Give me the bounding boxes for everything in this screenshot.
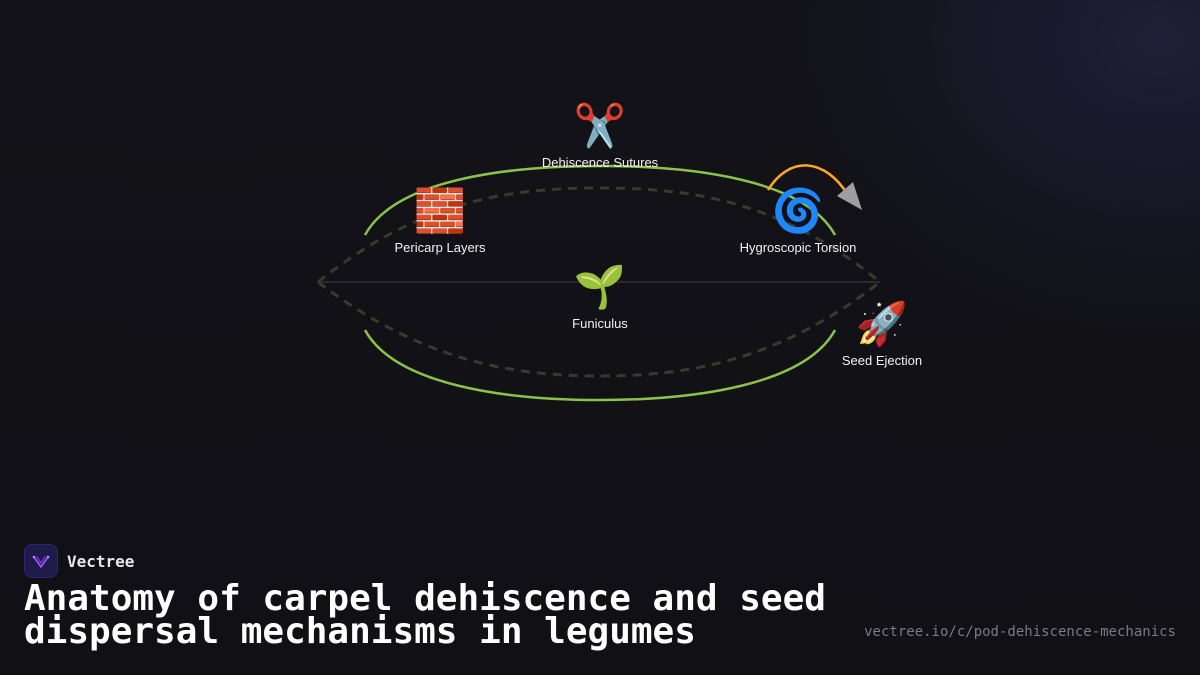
node-label: Pericarp Layers xyxy=(394,240,486,255)
node-pericarp-layers: 🧱 Pericarp Layers xyxy=(340,186,540,255)
source-url[interactable]: vectree.io/c/pod-dehiscence-mechanics xyxy=(864,624,1176,640)
seedling-icon: 🌱 xyxy=(573,262,627,311)
node-dehiscence-sutures: ✂️ Dehiscence Sutures xyxy=(500,101,700,170)
node-label: Dehiscence Sutures xyxy=(541,155,659,170)
brand[interactable]: Vectree xyxy=(24,544,134,578)
brand-name: Vectree xyxy=(67,551,135,571)
pod-inner-dashed-upper xyxy=(317,186,881,284)
vectree-logo-icon xyxy=(24,544,58,578)
torsion-arrow xyxy=(766,164,850,196)
node-label: Funiculus xyxy=(572,316,628,331)
pod-inner-dashed-lower xyxy=(317,280,881,378)
node-funiculus: 🌱 Funiculus xyxy=(500,262,700,331)
brick-icon: 🧱 xyxy=(413,186,467,235)
pod-valve-upper xyxy=(363,164,837,236)
node-hygroscopic-torsion: 🌀 Hygroscopic Torsion xyxy=(698,186,898,255)
node-seed-ejection: 🚀 Seed Ejection xyxy=(782,299,982,368)
node-label: Hygroscopic Torsion xyxy=(739,240,857,255)
scissors-icon: ✂️ xyxy=(573,101,627,150)
torsion-arrowhead xyxy=(837,182,862,210)
page-title: Anatomy of carpel dehiscence and seed di… xyxy=(24,578,826,652)
cyclone-icon: 🌀 xyxy=(771,186,825,235)
node-label: Seed Ejection xyxy=(841,353,923,368)
pod-valve-lower xyxy=(363,329,837,402)
rocket-icon: 🚀 xyxy=(855,299,909,348)
